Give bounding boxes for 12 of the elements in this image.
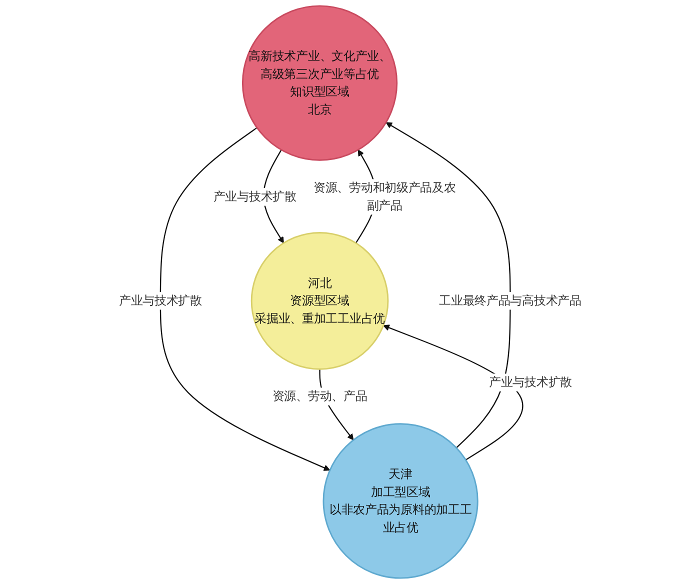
node-circle: 天津 加工型区域 以非农产品为原料的加工工业占优: [322, 423, 478, 579]
arrow: [382, 324, 523, 460]
node-circle: 河北 资源型区域 采掘业、重加工工业占优: [250, 232, 389, 370]
arrow: [386, 122, 511, 448]
edge-label: 产业与技术扩散: [118, 293, 202, 308]
edge-label: 资源、劳动和初级产品及农副产品: [313, 180, 456, 212]
arrow: [160, 127, 330, 471]
edge-label: 产业与技术扩散: [488, 375, 572, 390]
edge-label: 产业与技术扩散: [213, 190, 296, 204]
node-circle: 高新技术产业、文化产业、高级第三次产业等占优 知识型区域 北京: [242, 5, 398, 161]
edge-label: 资源、劳动、产品: [272, 389, 368, 404]
edge-label: 工业最终产品与高技术产品: [438, 293, 582, 308]
